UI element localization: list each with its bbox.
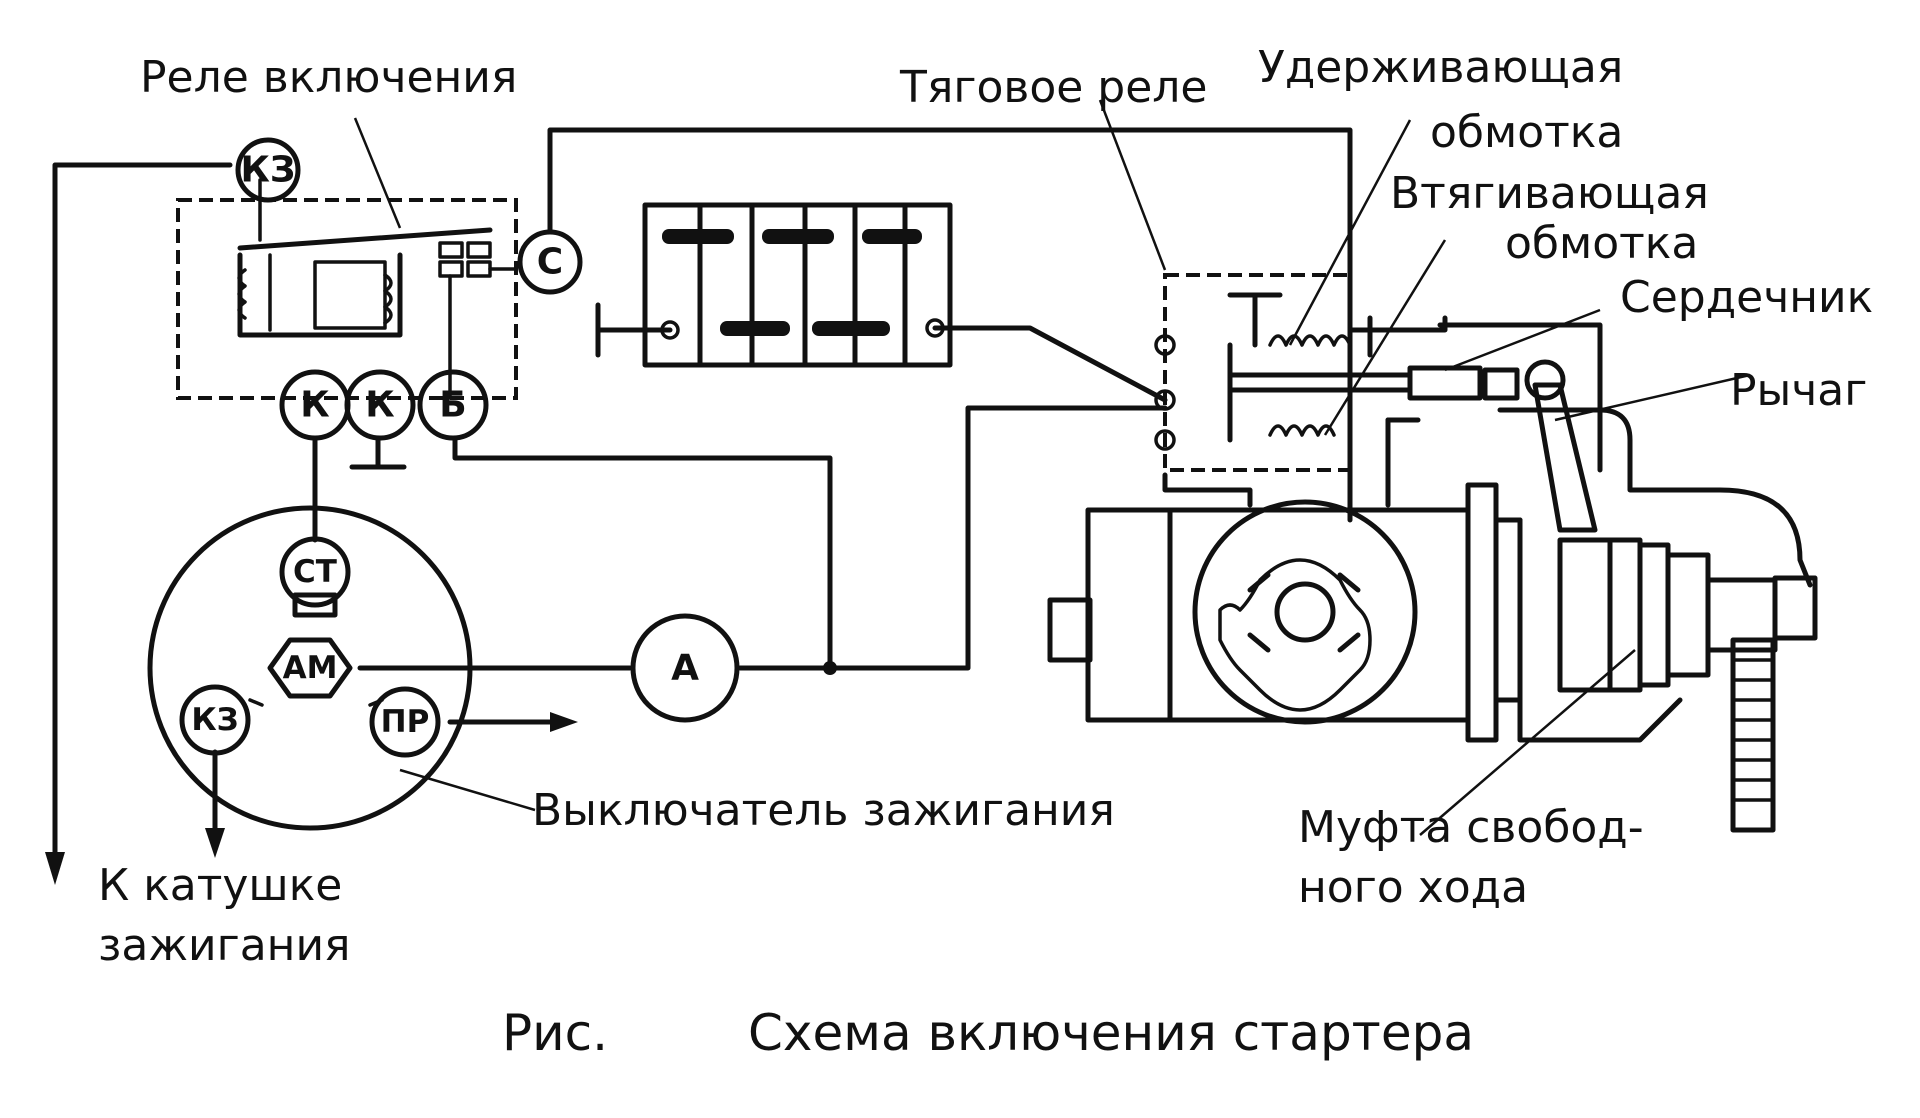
- terminal-c: С: [517, 229, 583, 295]
- terminal-kz-switch-label: КЗ: [191, 702, 238, 738]
- ammeter: А: [630, 613, 740, 723]
- terminal-kz-relay: КЗ: [235, 137, 301, 203]
- label-holding-winding-1: Удерживающая: [1258, 42, 1623, 93]
- terminal-am-label: АМ: [283, 650, 338, 686]
- label-ignition-switch: Выключатель зажигания: [532, 785, 1115, 836]
- terminal-pr-label: ПР: [381, 704, 430, 740]
- terminal-kz-relay-label: КЗ: [240, 150, 295, 191]
- leader-lines: [353, 99, 1751, 836]
- switch-relay: [176, 178, 518, 400]
- battery: [642, 202, 953, 368]
- label-pull-in-winding-1: Втягивающая: [1390, 168, 1709, 219]
- caption-title: Схема включения стартера: [748, 1004, 1474, 1062]
- label-lever: Рычаг: [1730, 365, 1867, 416]
- traction-relay: [1154, 273, 1603, 508]
- label-pull-in-winding-2: обмотка: [1505, 218, 1698, 269]
- terminal-pr: ПР: [369, 686, 441, 758]
- terminal-st-label: СТ: [293, 554, 337, 590]
- label-to-coil-2: зажигания: [98, 920, 351, 971]
- label-freewheel-2: ного хода: [1298, 862, 1528, 913]
- terminal-st: СТ: [279, 536, 351, 608]
- label-to-coil-1: К катушке: [98, 860, 342, 911]
- label-holding-winding-2: обмотка: [1430, 107, 1623, 158]
- label-traction-relay: Тяговое реле: [899, 62, 1207, 113]
- label-relay-switch: Реле включения: [140, 52, 517, 103]
- label-core: Сердечник: [1620, 272, 1873, 323]
- terminal-k1: К: [279, 369, 351, 441]
- caption-fig: Рис.: [502, 1004, 608, 1062]
- wiring: [45, 127, 1353, 885]
- terminal-kz-switch: КЗ: [179, 684, 251, 756]
- terminal-k2-label: К: [365, 385, 394, 426]
- terminal-k1-label: К: [300, 385, 329, 426]
- terminal-k2: К: [344, 369, 416, 441]
- terminal-c-label: С: [537, 242, 563, 283]
- ammeter-label: А: [671, 648, 699, 689]
- terminal-b-label: Б: [439, 385, 466, 426]
- terminal-am: АМ: [283, 650, 338, 686]
- label-freewheel-1: Муфта свобод-: [1298, 802, 1644, 853]
- starter-motor: [1047, 359, 1818, 833]
- terminal-b: Б: [417, 369, 489, 441]
